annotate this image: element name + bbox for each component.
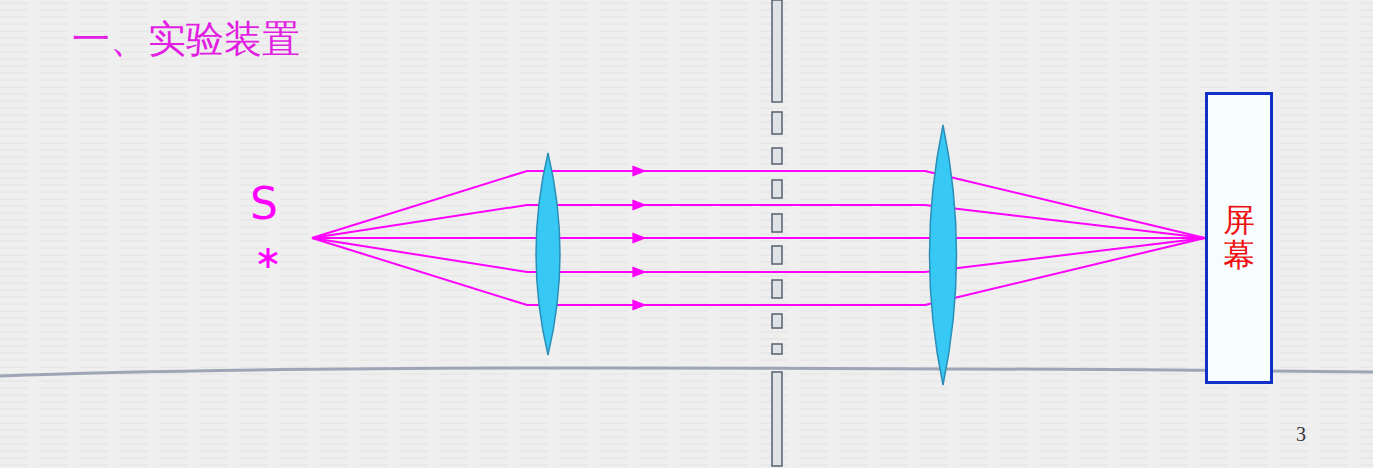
floor-rule bbox=[0, 368, 1373, 376]
source-star bbox=[259, 248, 277, 268]
collimating-lens bbox=[536, 153, 560, 355]
source-label: S bbox=[250, 178, 278, 229]
page-number: 3 bbox=[1296, 423, 1306, 446]
diffraction-grating bbox=[772, 0, 782, 466]
light-rays bbox=[312, 171, 1205, 305]
section-title: 一、实验装置 bbox=[72, 14, 300, 65]
screen-label: 屏幕 bbox=[1223, 203, 1255, 273]
focusing-lens bbox=[930, 125, 957, 385]
screen-box: 屏幕 bbox=[1205, 92, 1273, 384]
